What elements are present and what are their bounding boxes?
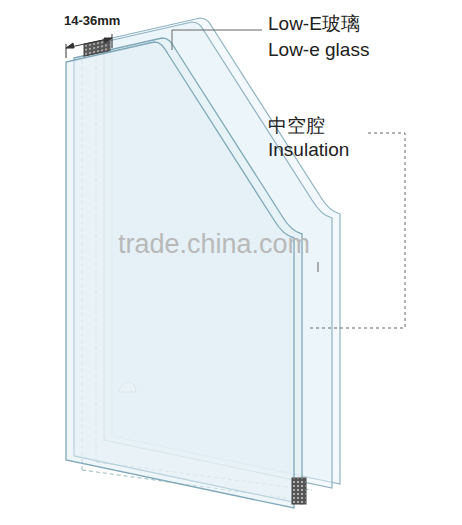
- part-name: Insulation: [268, 140, 349, 161]
- part-name: 中空腔: [268, 116, 325, 137]
- dimension-label: 14-36mm: [64, 14, 120, 28]
- watermark: trade.china.com: [118, 230, 310, 260]
- spacer-block: [292, 478, 306, 504]
- part-name: Low-E玻璃: [268, 14, 360, 35]
- part-name: Low-e glass: [268, 40, 369, 61]
- leader-line: [172, 30, 405, 328]
- dimension-line: [66, 34, 112, 58]
- front-glass-pane: [66, 38, 302, 508]
